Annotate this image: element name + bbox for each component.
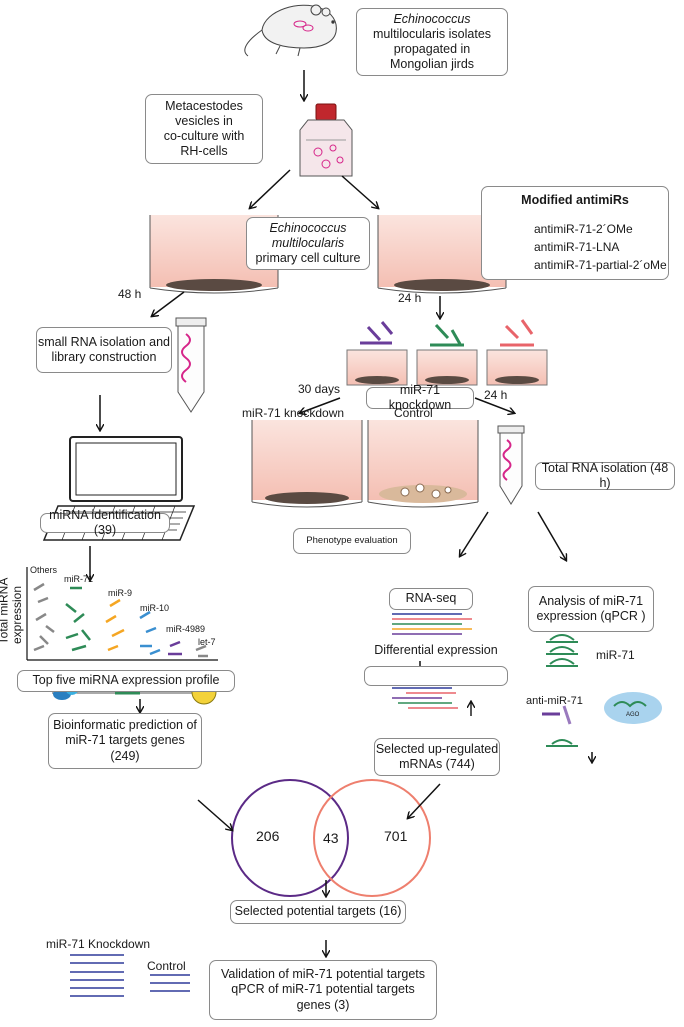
label-mir71-knockdown: miR-71 knockdown <box>242 406 345 420</box>
smallrna-line2: library construction <box>51 350 157 364</box>
primary-culture-box: Echinococcus multilocularis primary cell… <box>246 217 370 270</box>
flow-arrows <box>90 70 592 956</box>
phenotype-box: Phenotype evaluation <box>293 528 411 554</box>
knockdown-lines <box>70 954 124 997</box>
isolates-line3: propagated in <box>393 42 471 56</box>
primary-line1: Echinococcus <box>269 220 347 235</box>
venn-overlap-count: 43 <box>323 830 339 846</box>
label-anti-mir71: anti-miR-71 <box>526 695 583 707</box>
label-24h-mid: 24 h <box>484 388 508 402</box>
isolates-box: Echinococcus multilocularis isolates pro… <box>356 8 508 76</box>
label-mir4989: miR-4989 <box>166 624 206 634</box>
metacestodes-line4: RH-cells <box>180 144 228 159</box>
tube-icon-total-rna <box>497 425 525 505</box>
analysis-line2: expression (qPCR ) <box>536 609 646 623</box>
validation-box: Validation of miR-71 potential targets q… <box>209 960 437 1020</box>
expression-plot <box>26 567 218 661</box>
small-rna-box: small RNA isolation and library construc… <box>36 327 172 373</box>
plot-ylabel-2: expression <box>10 585 25 645</box>
control-lines <box>150 974 190 992</box>
label-control-bottom: Control <box>147 959 186 973</box>
mouse-icon <box>244 4 337 57</box>
primary-line2: multilocularis <box>271 235 345 250</box>
bioinformatic-box: Bioinformatic prediction of miR-71 targe… <box>48 713 202 769</box>
selected-up-line1: Selected up-regulated <box>375 741 499 756</box>
isolates-line1: Echinococcus <box>393 11 471 26</box>
metacestodes-line3: co-culture with <box>163 129 245 143</box>
label-qpcr-mir71: miR-71 <box>596 648 635 662</box>
label-48h: 48 h <box>118 287 142 301</box>
smallrna-line1: small RNA isolation and <box>37 334 170 349</box>
analysis-line1: Analysis of miR-71 <box>538 593 644 608</box>
top-five-box: Top five miRNA expression profile <box>17 670 235 692</box>
bioinf-line1: Bioinformatic prediction of <box>53 718 197 733</box>
primary-line3: primary cell culture <box>255 251 361 266</box>
metacestodes-box: Metacestodes vesicles in co-culture with… <box>145 94 263 164</box>
label-mir10: miR-10 <box>140 603 170 613</box>
label-24h-top: 24 h <box>398 291 422 305</box>
culture-flask-icon <box>299 103 353 177</box>
antimir-item-partial: antimiR-71-partial-2´oMe <box>534 258 667 272</box>
venn-diagram <box>231 779 431 897</box>
treatment-wells <box>346 319 548 386</box>
antimirs-box: Modified antimiRs <box>481 186 669 280</box>
knockdown-text: miR-71 knockdown <box>388 382 452 412</box>
label-others: Others <box>30 565 58 575</box>
knockdown-box: miR-71 knockdown <box>366 383 474 412</box>
isolates-line2: multilocularis isolates <box>372 26 492 41</box>
metacestodes-line1: Metacestodes <box>165 98 243 113</box>
plot-ylabel-1: Total miRNA <box>0 577 11 645</box>
label-control: Control <box>394 406 433 420</box>
mirnaid-text: miRNA identification (39) <box>49 507 161 537</box>
label-mir9: miR-9 <box>108 588 132 598</box>
label-knockdown-bottom: miR-71 Knockdown <box>46 937 151 951</box>
diffexp-text: Differential expression <box>374 643 498 658</box>
venn-left-count: 206 <box>256 828 280 844</box>
diffexp-box: Differential expression <box>364 641 508 661</box>
isolates-line4: Mongolian jirds <box>389 57 475 72</box>
label-30-days: 30 days <box>298 382 341 396</box>
validation-line3: genes (3) <box>296 997 350 1012</box>
label-mir71-plot: miR-71 <box>64 574 94 584</box>
potential-text: Selected potential targets (16) <box>234 904 402 919</box>
diffexp-frame <box>364 666 508 686</box>
totalrna-text: Total RNA isolation (48 h) <box>541 460 669 490</box>
tube-icon-small-rna <box>175 317 207 413</box>
diffexp-reads <box>392 687 458 709</box>
mirna-id-box: miRNA identification (39) <box>40 508 170 537</box>
selected-up-box: Selected up-regulated mRNAs (744) <box>374 738 500 776</box>
knockdown-well <box>251 420 363 508</box>
metacestodes-line2: vesicles in <box>175 113 233 128</box>
qpcr-mirna-glyphs <box>546 634 578 667</box>
rnaseq-text: RNA-seq <box>405 591 457 606</box>
venn-right-count: 701 <box>384 828 408 844</box>
rnaseq-box: RNA-seq <box>389 588 473 610</box>
bioinf-line2: miR-71 targets genes <box>65 733 185 748</box>
label-ago: AGO <box>626 712 640 718</box>
validation-line2: qPCR of miR-71 potential targets <box>231 982 415 997</box>
topfive-text: Top five miRNA expression profile <box>32 673 220 688</box>
rnaseq-reads <box>392 613 472 635</box>
potential-targets-box: Selected potential targets (16) <box>230 900 406 924</box>
antimir-glyph <box>542 692 662 747</box>
validation-line1: Validation of miR-71 potential targets <box>220 967 426 982</box>
antimir-item-ome: antimiR-71-2´OMe <box>534 222 633 236</box>
control-well <box>367 420 479 508</box>
analysis-box: Analysis of miR-71 expression (qPCR ) <box>528 586 654 632</box>
label-let7: let-7 <box>198 637 216 647</box>
antimir-item-lna: antimiR-71-LNA <box>534 240 620 254</box>
antimirs-title: Modified antimiRs <box>521 193 629 207</box>
selected-up-line2: mRNAs (744) <box>399 757 475 771</box>
total-rna-box: Total RNA isolation (48 h) <box>535 460 675 490</box>
bioinf-line3: (249) <box>110 748 140 763</box>
phenotype-text: Phenotype evaluation <box>306 535 398 547</box>
